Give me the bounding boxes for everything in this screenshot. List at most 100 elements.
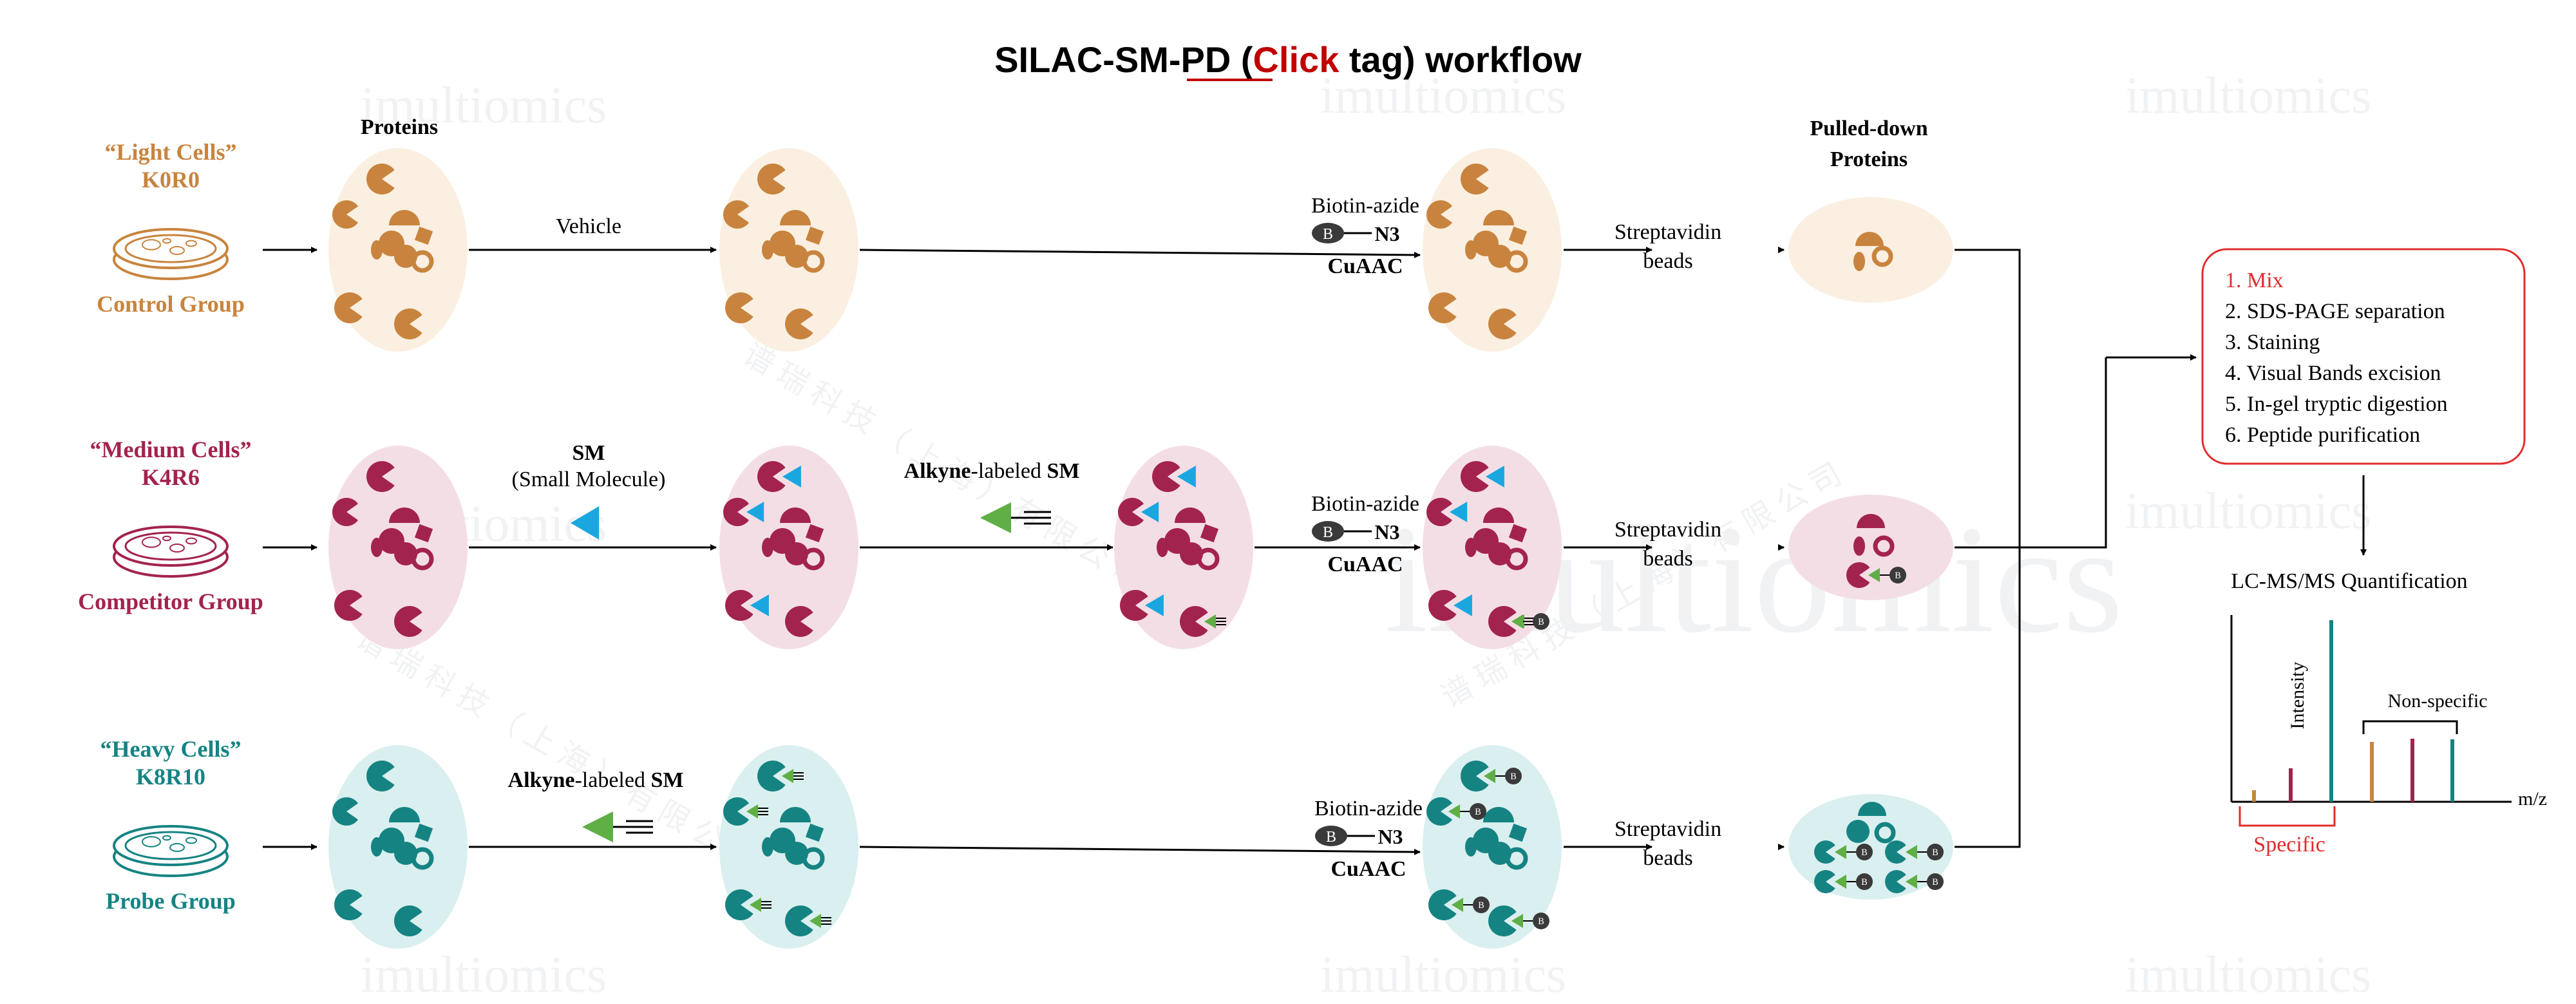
ellipse-light-4 [1788, 197, 1953, 303]
protein-pacman [723, 498, 750, 527]
protein-square [414, 226, 433, 245]
biotin-azide-labels: Biotin-azideCuAACBiotin-azideCuAACBiotin… [1311, 194, 1423, 881]
protein-pacman [332, 797, 359, 826]
protein-oval [371, 837, 383, 857]
flow-arrows [263, 247, 2367, 855]
protein-pacman [366, 164, 395, 194]
biotin-circle [1470, 803, 1486, 820]
sm-word: SM [1046, 459, 1079, 483]
protein-pacman [332, 200, 359, 229]
protein-oval [1853, 536, 1865, 556]
alkyne-probe-arrow [1868, 568, 1880, 582]
step-item: 3. Staining [2225, 330, 2320, 354]
small-molecule-triangle [1141, 502, 1159, 522]
protein-pacman [334, 889, 363, 920]
protein-pacman [785, 606, 813, 638]
biotin-oval [1315, 826, 1347, 846]
alkyne-sm-icon [582, 811, 653, 842]
protein-square [805, 524, 824, 543]
cuaac-label: CuAAC [1327, 553, 1403, 576]
protein-pacman [334, 590, 363, 621]
protein-ring [802, 250, 825, 273]
protein-semicircle [780, 210, 811, 225]
protein-square [414, 823, 433, 842]
protein-semicircle [1483, 507, 1514, 523]
dish-cell [169, 842, 185, 853]
small-molecule-triangle [1486, 466, 1504, 488]
alkyne-probe-arrow [1835, 845, 1846, 859]
protein-pacman [1428, 889, 1457, 920]
protein-pacman [757, 461, 786, 492]
small-molecule-triangle [750, 594, 769, 616]
protein-pacman [723, 797, 750, 826]
beads-label: beads [1643, 547, 1692, 571]
biotin-letter: B [1323, 226, 1333, 243]
protein-square [1508, 823, 1528, 842]
protein-pacman [1488, 905, 1517, 937]
ellipse-heavy-1 [719, 745, 858, 949]
azide-label: N3 [1374, 520, 1399, 544]
biotin-letter: B [1895, 571, 1901, 581]
small-molecule-triangle [1145, 594, 1164, 616]
protein-ring [411, 250, 434, 273]
vehicle-label: Vehicle [556, 214, 621, 238]
click-arrow [859, 846, 1421, 855]
steps-box [2201, 248, 2526, 465]
biotin-circle [1856, 844, 1873, 860]
protein-oval [1157, 538, 1168, 557]
alkyne-probe-arrow [1906, 845, 1917, 859]
protein-ring [1505, 250, 1528, 273]
biotin-letter: B [1326, 829, 1336, 846]
biotin-circle [1927, 844, 1944, 860]
protein-circle [1846, 820, 1870, 843]
protein-ring [1874, 822, 1896, 844]
protein-oval [1465, 240, 1477, 260]
streptavidin-label: Streptavidin [1615, 518, 1721, 542]
dish-cell [142, 536, 161, 548]
watermark-text: imultiomics [2125, 68, 2371, 124]
alkyne-probe-arrow [1906, 875, 1917, 889]
protein-semicircle [389, 807, 420, 822]
protein-pacman [757, 164, 786, 194]
dish-inner [124, 234, 217, 263]
step-item: 5. In-gel tryptic digestion [2225, 392, 2448, 416]
protein-pacman [1426, 200, 1453, 229]
title-prefix: SILAC-SM-PD ( [994, 39, 1253, 80]
protein-pacman [394, 905, 422, 936]
protein-ellipse [1788, 197, 1953, 303]
protein-semicircle [389, 210, 420, 225]
alkyne-probe-arrow [782, 769, 793, 783]
sm-full-label: (Small Molecule) [512, 468, 666, 491]
alkyne-probe-arrow [1204, 614, 1216, 629]
dish-cell [169, 245, 185, 256]
nonspecific-bracket [2362, 720, 2458, 734]
protein-ellipse [1788, 495, 1953, 600]
step-item: 4. Visual Bands excision [2225, 361, 2441, 385]
group-code-label: K4R6 [142, 464, 200, 490]
protein-pacman [1488, 606, 1517, 638]
protein-ring [1871, 245, 1893, 267]
protein-semicircle [389, 507, 420, 523]
alkyne-probe-arrow [1452, 898, 1463, 912]
ellipse-medium-2 [1114, 446, 1253, 649]
dish-cell [169, 543, 185, 553]
biotin-circle [1889, 567, 1906, 583]
alkyne-sm-icon [980, 502, 1051, 533]
labeled-word: -labeled [971, 459, 1046, 483]
protein-pacman [1846, 562, 1870, 588]
labeled-word: -labeled [574, 768, 650, 792]
protein-oval [1853, 252, 1865, 271]
biotin-letter: B [1861, 877, 1868, 887]
ellipse-medium-3: B [1423, 446, 1562, 649]
protein-oval [762, 240, 773, 260]
protein-oval [762, 538, 773, 557]
biotin-circle [1533, 613, 1549, 630]
protein-pacman [1461, 461, 1489, 492]
biotin-azide-label: Biotin-azide [1311, 492, 1419, 516]
streptavidin-label: Streptavidin [1615, 220, 1721, 244]
ellipse-heavy-0 [328, 745, 468, 949]
dish-cell [185, 837, 197, 844]
